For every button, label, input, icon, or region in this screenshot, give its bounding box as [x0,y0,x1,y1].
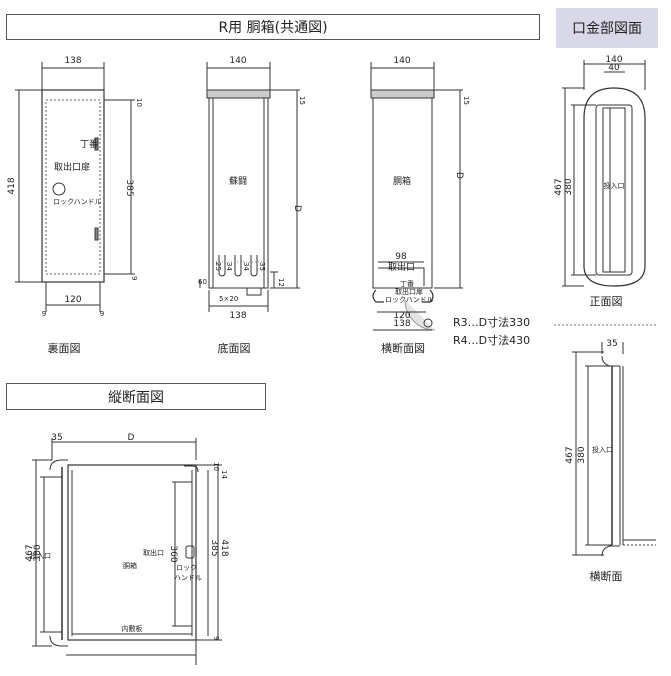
bottom-view-caption: 底面図 [218,341,251,355]
cross-width-dim: 140 [393,56,410,66]
vertical-section-header: 縦断面図 [6,383,266,410]
v-handle-label: ハンドル [174,574,202,582]
back-inner-height-dim: 385 [124,179,134,196]
back-top-dim: 10 [135,98,143,107]
back-bottom-dim: 9 [130,276,138,280]
v-body-label: 胴箱 [123,561,137,570]
v-385-dim: 385 [209,539,219,556]
mouth-467-dim: 467 [565,446,575,463]
v-lock-label: ロック [176,564,197,572]
back-inner-width-dim: 120 [64,295,81,305]
cross-hinge-label: 丁番 [400,280,414,288]
front-467-dim: 467 [554,178,564,195]
mouth-cross-caption: 横断面 [590,569,623,583]
v-d-dim: D [128,433,135,443]
r4-note: R4…D寸法430 [453,333,530,347]
slot-size-dim: 5×20 [219,295,238,303]
cross-top-dim: 15 [462,96,470,105]
front-140-dim: 140 [605,55,622,65]
back-view-text: 138 418 385 10 9 120 9 9 丁番 取出口扉 ロックハンドル… [7,56,143,355]
slot-dim-4: 35 [258,262,266,271]
front-slot-label: 投入口 [604,181,625,190]
cross-section-caption: 横断面図 [381,341,425,355]
v-418-dim: 418 [219,539,229,556]
cross-lock-label: ロックハンドル [385,296,434,304]
mouth-header: 口金部図面 [556,8,658,48]
v-360-dim: 360 [168,545,178,562]
bottom-width-dim-2: 138 [229,311,246,321]
v-9-dim: 9 [212,636,220,640]
main-header: R用 胴箱(共通図) [6,14,540,40]
slot-dim-2: 34 [225,262,233,271]
mouth-cross-section [572,342,656,557]
back-view [15,62,135,312]
front-view-text: 140 40 467 380 投入口 正面図 [554,55,625,308]
back-view-caption: 裏面図 [48,341,81,355]
v-10-dim: 10 [212,462,220,471]
front-view [562,60,646,287]
mouth-380-dim: 380 [577,446,587,463]
cross-d-dim: D [454,172,464,179]
bottom-top-dim: 15 [298,96,306,105]
v-14-dim: 14 [220,470,228,479]
bottom-d-dim: D [292,205,302,212]
bottom-width-dim: 140 [229,56,246,66]
bottom-height-dim-2: 60 [198,278,207,286]
front-view-caption: 正面図 [590,295,623,308]
front-40-dim: 40 [608,63,620,73]
door-label: 取出口扉 [54,161,90,173]
front-380-dim: 380 [564,178,574,195]
bottom-height-dim: 12 [277,278,285,287]
v-35-dim: 35 [51,433,62,443]
bottom-view-text: 140 15 D 蘇闘 25 34 34 35 12 60 5×20 138 底… [198,56,306,355]
cross-door-label: 取出口扉 [395,287,423,296]
cross-138-dim: 138 [393,319,410,329]
vertical-section [32,438,222,665]
cross-section-text: 140 15 D 胴箱 98 取出口 丁番 取出口扉 ロックハンドル 120 1… [381,56,530,355]
back-height-dim: 418 [7,177,17,194]
vertical-section-text: 35 D 467 380 投入口 胴箱 取出口 360 ロック ハンドル 385… [25,433,229,640]
back-width-dim: 138 [64,56,81,66]
v-inner-plate-label: 内敷板 [122,624,143,633]
slot-dim-1: 25 [214,262,222,271]
cross-98-dim: 98 [395,252,407,262]
lock-handle-label: ロックハンドル [53,198,102,206]
mouth-slot-label: 投入口 [592,445,613,454]
r3-note: R3…D寸法330 [453,315,530,329]
slot-dim-3: 34 [242,262,250,271]
back-side-right-dim: 9 [100,310,104,318]
back-side-left-dim: 9 [42,310,46,318]
mouth-cross-text: 35 467 380 投入口 横断面 [565,339,623,583]
cross-body-label: 胴箱 [393,175,411,187]
mouth-35-dim: 35 [606,339,617,349]
v-takeout-label: 取出口 [143,548,164,557]
cross-120-dim: 120 [393,311,410,321]
cross-section-view [370,62,463,331]
cross-takeout-label: 取出口 [388,261,415,273]
bottom-lid-label: 蘇闘 [229,175,247,187]
hinge-label: 丁番 [80,138,98,150]
v-467-dim: 467 [25,544,35,561]
v-380-dim: 380 [33,544,43,561]
v-slot-label: 投入口 [30,551,51,560]
bottom-view [199,62,300,312]
